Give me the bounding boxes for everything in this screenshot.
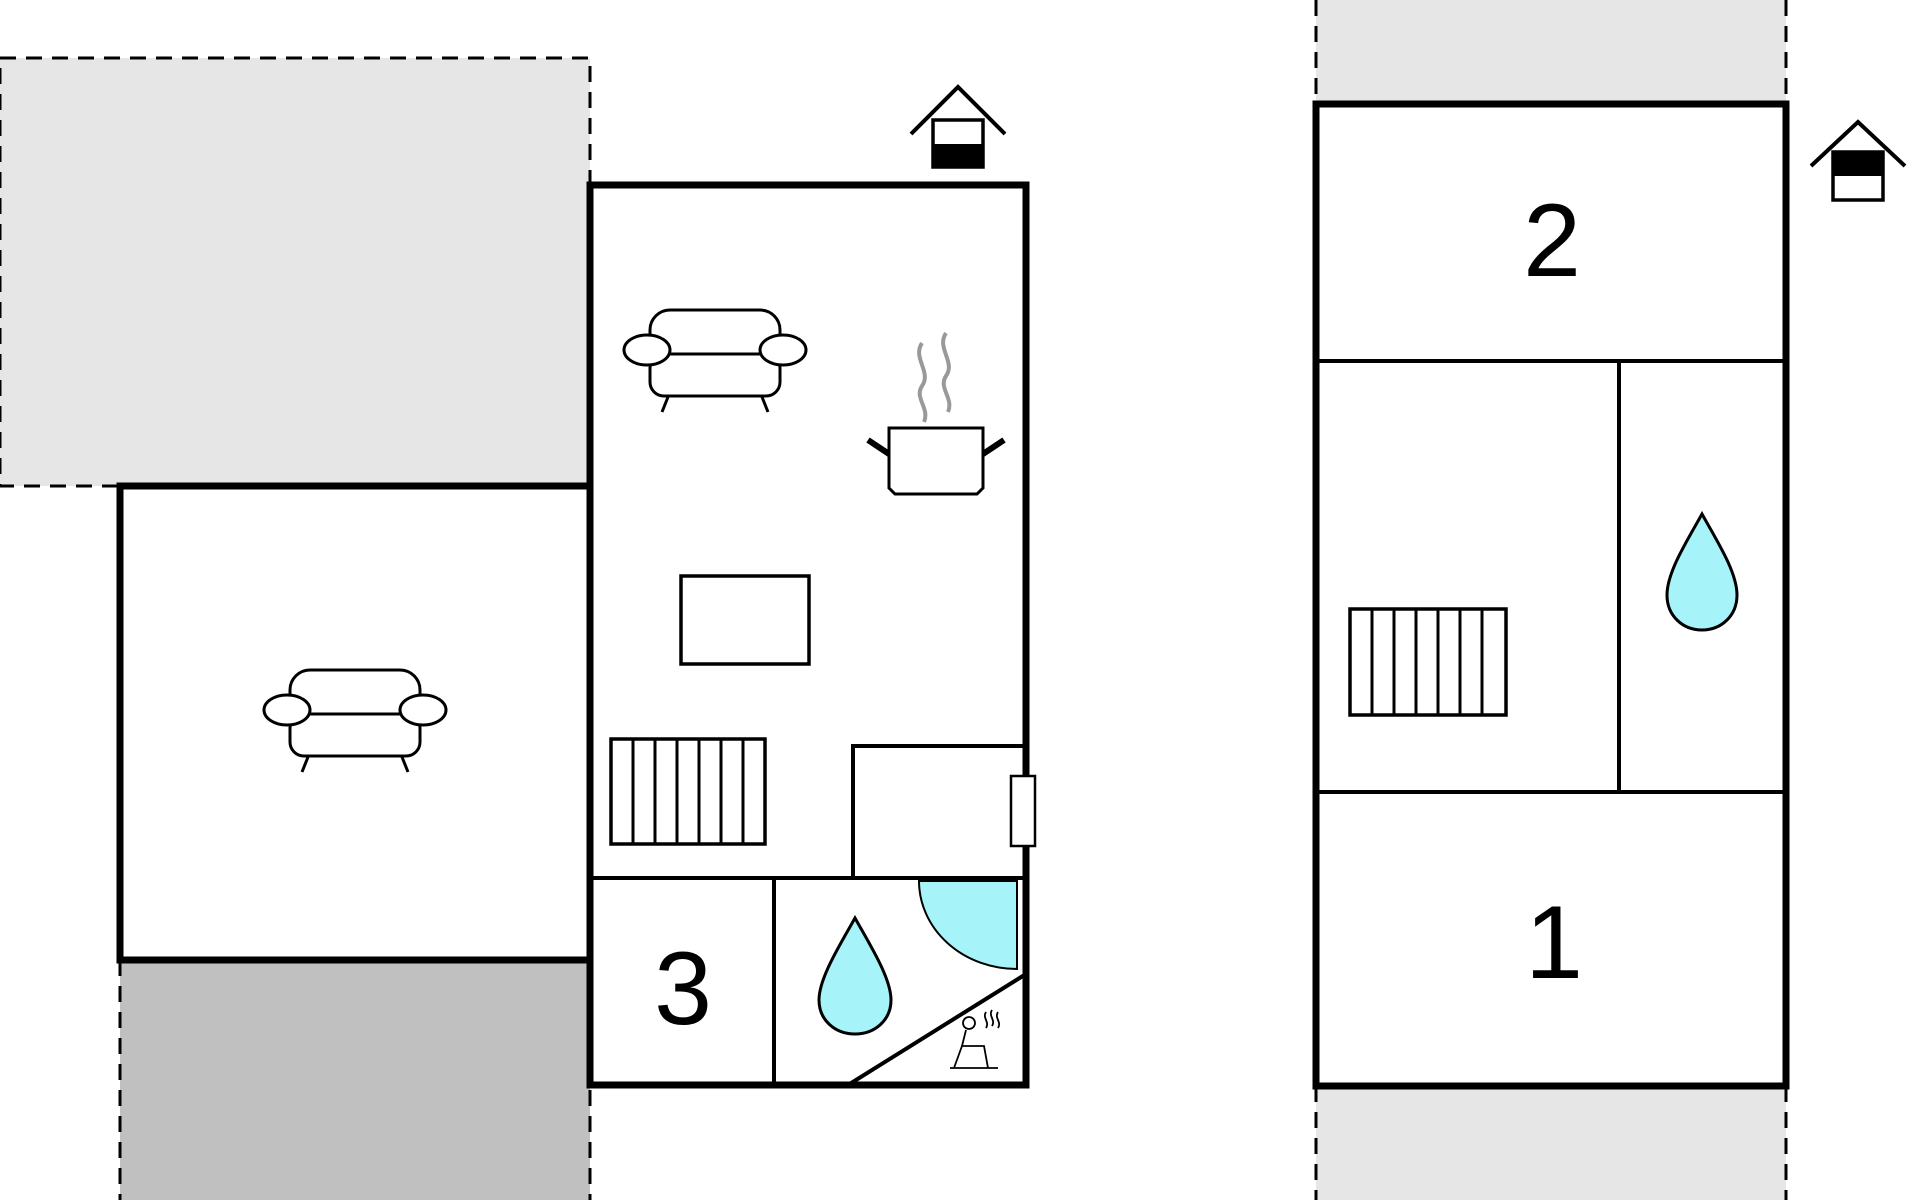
water-drop-icon	[1665, 510, 1739, 632]
right-building-walls	[1312, 100, 1790, 1090]
room-number-3: 3	[654, 931, 712, 1047]
stairs-icon	[609, 737, 767, 846]
outdoor-area-top-left	[0, 56, 592, 488]
sauna-icon	[950, 1009, 1001, 1069]
outdoor-area-bottom-right	[1314, 1086, 1788, 1200]
table-icon	[679, 574, 811, 666]
house-entrance-icon	[909, 84, 1007, 169]
outdoor-area-top-right	[1314, 0, 1788, 104]
room-number-2: 2	[1523, 183, 1581, 299]
sofa-icon	[622, 308, 808, 413]
water-drop-icon	[817, 914, 893, 1036]
shower-icon	[917, 880, 1018, 971]
left-building-walls	[116, 181, 1030, 1089]
cooking-pot-icon	[866, 331, 1006, 496]
house-entrance-icon	[1809, 119, 1907, 202]
room-number-1: 1	[1525, 885, 1583, 1001]
stairs-icon	[1348, 607, 1508, 717]
door-icon	[1009, 774, 1037, 848]
terrace-bottom-left	[118, 960, 592, 1200]
sofa-icon	[262, 668, 448, 773]
